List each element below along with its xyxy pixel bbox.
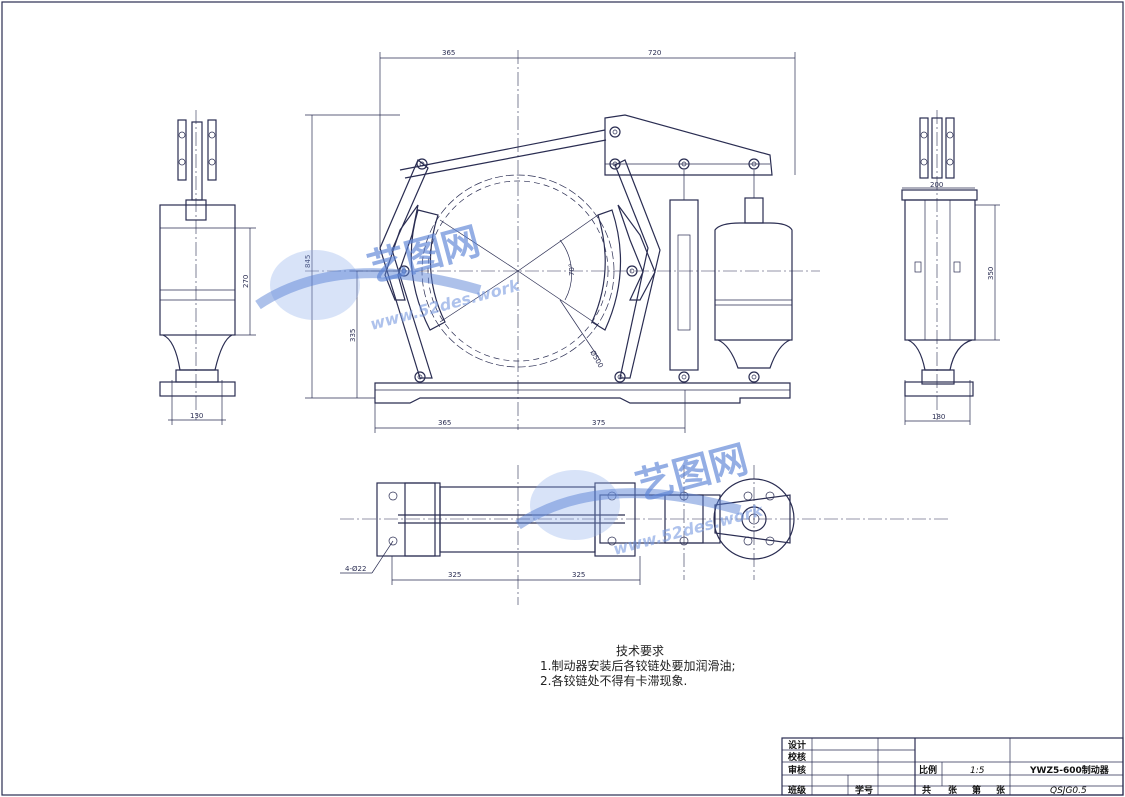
tb-drawing-name: YWZ5-600制动器 <box>1029 764 1110 776</box>
dim-right-height: 350 <box>987 267 995 280</box>
notes-title: 技术要求 <box>616 644 665 658</box>
dim-drum-diameter: Ø500 <box>588 349 604 369</box>
hydraulic-thruster <box>714 170 793 369</box>
dim-right-bottom-width: 180 <box>932 413 945 421</box>
tb-total: 共 <box>922 784 931 796</box>
lever-plate <box>604 114 773 176</box>
dim-bolt-holes: 4-Ø22 <box>345 565 366 573</box>
right-brake-arm <box>614 159 661 379</box>
right-brake-shoe <box>591 209 622 331</box>
dim-arm-angle: 70° <box>568 264 576 276</box>
tb-no: 第 <box>972 784 981 796</box>
tb-sheet2: 张 <box>996 784 1006 796</box>
plan-view: 325 325 4-Ø22 <box>340 465 950 605</box>
notes-line-2: 2.各铰链处不得有卡滞现象. <box>540 674 688 688</box>
spring-tube <box>669 199 699 371</box>
tb-design: 设计 <box>788 739 806 751</box>
tb-student-no: 学号 <box>855 784 873 796</box>
dim-plan-right: 325 <box>572 571 585 579</box>
dim-bottom-right: 375 <box>592 419 605 427</box>
dim-left-height: 270 <box>242 275 250 288</box>
dim-top-left: 365 <box>442 49 455 57</box>
dim-left-width: 130 <box>190 412 203 420</box>
tb-class: 班级 <box>788 784 807 796</box>
base-plate <box>374 382 791 404</box>
technical-requirements: 技术要求 1.制动器安装后各铰链处要加润滑油; 2.各铰链处不得有卡滞现象. <box>540 644 736 689</box>
tb-review: 审核 <box>788 764 806 776</box>
dim-overall-height: 845 <box>304 255 312 268</box>
tb-sheet: 张 <box>948 784 958 796</box>
left-side-view: 130 270 <box>159 110 256 425</box>
watermark-bottom: 艺图网 www.52des.work <box>515 437 766 559</box>
right-side-view: 200 350 180 <box>901 110 1000 425</box>
dim-plan-left: 325 <box>448 571 461 579</box>
dim-bottom-left: 365 <box>438 419 451 427</box>
watermark-top: 艺图网 www.52des.work <box>255 219 523 334</box>
dim-right-top-width: 200 <box>930 181 943 189</box>
front-view: 365 720 845 335 365 375 70° Ø500 <box>304 49 820 433</box>
left-brake-shoe <box>410 209 446 331</box>
title-block: 设计 校核 审核 班级 学号 比例 1:5 YWZ5-600制动器 共 张 第 … <box>781 737 1124 796</box>
tb-check: 校核 <box>788 751 806 763</box>
svg-text:www.52des.work: www.52des.work <box>611 500 766 559</box>
notes-line-1: 1.制动器安装后各铰链处要加润滑油; <box>540 659 736 673</box>
plan-pulley <box>713 478 795 560</box>
tb-drawing-code: QSJG0.5 <box>1050 786 1087 796</box>
brake-drum <box>421 174 615 368</box>
tb-scale-value: 1:5 <box>970 766 985 776</box>
dim-center-height: 335 <box>349 329 357 342</box>
dim-top-right: 720 <box>648 49 661 57</box>
tb-scale-label: 比例 <box>919 764 937 776</box>
